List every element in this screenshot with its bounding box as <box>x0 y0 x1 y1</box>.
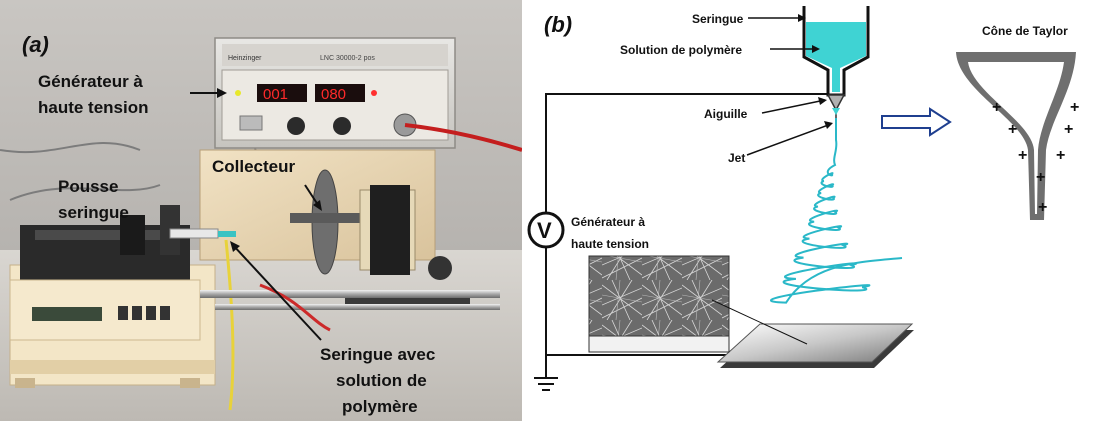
pump-display <box>32 307 102 321</box>
voltmeter-symbol: V <box>527 211 565 249</box>
jet-label: Jet <box>728 151 745 165</box>
charge-sign-1: + <box>992 99 1001 116</box>
panel-a-letter: (a) <box>22 32 49 57</box>
collector-plate <box>716 323 914 368</box>
power-led <box>235 90 241 96</box>
charge-sign-3: + <box>1008 121 1017 138</box>
panel-b-letter: (b) <box>544 12 572 37</box>
generator-label-line2: haute tension <box>571 237 649 251</box>
taylor-cone-charges: ++++++++ <box>992 99 1079 216</box>
charge-sign-2: + <box>1070 99 1079 116</box>
charge-sign-7: + <box>1036 169 1045 186</box>
syringe-barrel <box>169 228 219 239</box>
collector <box>290 169 470 308</box>
schematic-panel: (b) V <box>527 6 1079 391</box>
pump-label-line1: Pousse <box>58 177 118 196</box>
photo-annotation-arrows <box>190 88 322 341</box>
sem-image <box>588 255 808 353</box>
charge-sign-8: + <box>1038 199 1047 216</box>
polymer-solution-label: Solution de polymère <box>620 43 742 57</box>
needle <box>826 94 846 112</box>
hollow-arrow-icon <box>881 107 952 137</box>
photo-panel: Heinzinger LNC 30000-2 pos 001 080 <box>0 0 522 421</box>
generator-label-line2: haute tension <box>38 98 149 117</box>
taylor-cone-label: Cône de Taylor <box>982 24 1068 38</box>
guide-rail <box>200 290 500 298</box>
generator-model: LNC 30000-2 pos <box>320 55 375 62</box>
charge-sign-6: + <box>1056 147 1065 164</box>
circuit-wires <box>545 93 828 378</box>
current-display-value: 080 <box>321 86 346 103</box>
voltage-display <box>257 84 307 102</box>
syringe-label-line3: polymère <box>342 397 418 416</box>
syringe-label: Seringue <box>692 12 744 26</box>
voltage-display-value: 001 <box>263 86 288 103</box>
collector-label: Collecteur <box>212 157 296 176</box>
charge-sign-4: + <box>1064 121 1073 138</box>
generator-label-line1: Générateur à <box>571 215 645 229</box>
current-knob <box>333 117 351 135</box>
generator-brand: Heinzinger <box>228 55 262 62</box>
syringe <box>802 6 870 118</box>
charge-sign-5: + <box>1018 147 1027 164</box>
guide-rail-lower <box>215 304 500 310</box>
syringe-pump <box>9 205 201 341</box>
syringe-label-line2: solution de <box>336 371 427 390</box>
generator-label-line1: Générateur à <box>38 72 143 91</box>
taylor-cone <box>956 52 1076 220</box>
red-clip-cable <box>259 283 331 332</box>
pump-label-line2: seringue <box>58 203 129 222</box>
needle-label: Aiguille <box>704 107 748 121</box>
current-display <box>315 84 365 102</box>
syringe-tip <box>218 231 236 237</box>
yellow-cable <box>224 239 235 411</box>
hv-led <box>371 90 377 96</box>
voltmeter-letter: V <box>537 218 552 243</box>
ground-symbol <box>534 377 558 391</box>
hv-generator: Heinzinger LNC 30000-2 pos 001 080 <box>214 37 456 149</box>
jet-spiral <box>769 118 903 304</box>
schematic-pointers <box>746 14 833 156</box>
taylor-cone-inner <box>968 62 1064 214</box>
hv-red-cable <box>404 123 522 152</box>
syringe-label-line1: Seringue avec <box>320 345 435 364</box>
polymer-solution <box>806 22 866 92</box>
voltage-knob <box>287 117 305 135</box>
